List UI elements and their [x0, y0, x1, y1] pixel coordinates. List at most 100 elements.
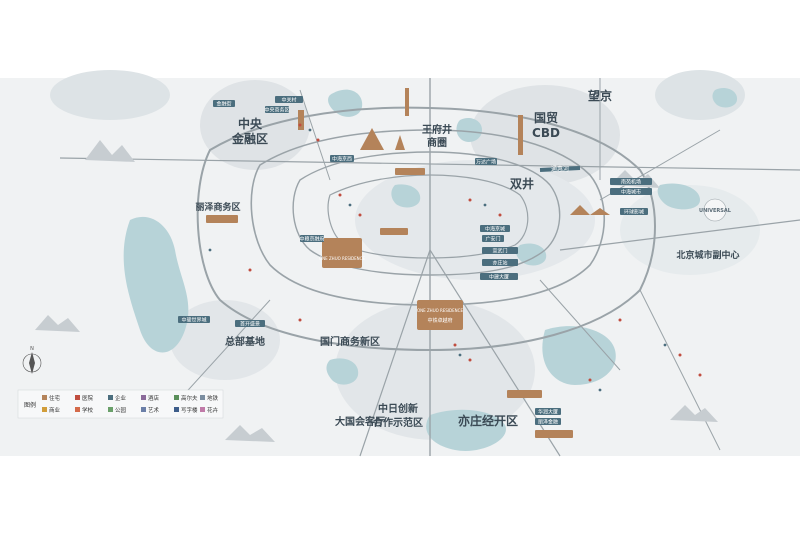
legend-swatch: [108, 395, 113, 400]
bubble[interactable]: [480, 273, 518, 280]
bubble-label: 中骏世界城: [181, 317, 206, 324]
lake-east: [657, 183, 700, 210]
lake-ne: [712, 88, 738, 108]
poi-dots-blue: [208, 128, 667, 392]
compass-icon: N: [22, 346, 42, 374]
bubble[interactable]: [265, 106, 289, 113]
poi-dot: [468, 198, 472, 202]
legend-swatch: [174, 407, 179, 412]
district-central-finance-l1: 中央: [238, 116, 263, 131]
bubble[interactable]: [475, 158, 497, 165]
district-sub-center: 北京城市副中心: [676, 249, 739, 261]
road-east: [559, 219, 800, 251]
bubble[interactable]: [535, 418, 561, 425]
legend-title: 图例: [24, 401, 36, 409]
legend-label: 花卉: [207, 406, 219, 414]
district-guomen: 国门商务新区: [320, 335, 380, 348]
bubble[interactable]: [300, 235, 324, 242]
poi-dot: [298, 318, 302, 322]
bubble-label: 华润大厦: [538, 409, 558, 416]
legend: 图例 住宅 医院 企业 酒店 高尔夫 地铁 商业 学校 公园 艺术 写字楼: [17, 389, 224, 419]
poi-dot: [348, 203, 352, 207]
legend-label: 艺术: [148, 406, 160, 414]
bubble[interactable]: [213, 100, 235, 107]
legend-label: 医院: [82, 394, 94, 402]
zone-nw: [50, 70, 170, 120]
bubble[interactable]: [610, 178, 652, 185]
landmark-tower-1: [405, 88, 409, 116]
poi-dot: [498, 213, 502, 217]
legend-swatch: [75, 407, 80, 412]
bubble[interactable]: [482, 247, 518, 254]
project-secondary-en: ONE ZHUO RESIDENCE: [319, 256, 365, 261]
zone-south: [335, 300, 535, 440]
poi-dots: [248, 123, 702, 382]
poi-dot: [618, 318, 622, 322]
district-yizhuang: 亦庄经开区: [458, 413, 518, 428]
bubble[interactable]: [620, 208, 648, 215]
bubble-label: 万达广场: [476, 159, 496, 166]
project-tag-se: [535, 430, 573, 438]
legend-swatch: [42, 395, 47, 400]
poi-dot: [248, 268, 252, 272]
lake-south-east: [542, 326, 616, 385]
bubble[interactable]: [535, 408, 561, 415]
bubble[interactable]: [482, 235, 504, 242]
road-tag-bar: [539, 166, 581, 172]
landmark-cbd-tower: [518, 115, 523, 155]
bubble[interactable]: [178, 316, 210, 323]
lake-center: [391, 184, 421, 208]
legend-label: 写字楼: [181, 406, 198, 414]
project-main-marker[interactable]: [417, 300, 463, 330]
road-southwest: [359, 249, 431, 457]
poi-dot: [663, 343, 667, 347]
poi-dot: [483, 203, 487, 207]
project-tag-center2: [380, 228, 408, 235]
bubble[interactable]: [235, 320, 265, 327]
bubble-label: 中建大厦: [489, 274, 509, 281]
district-zongbu: 总部基地: [225, 335, 265, 348]
district-guomao-l1: 国贸: [534, 110, 558, 125]
legend-swatch: [200, 395, 205, 400]
landmark-east: [570, 205, 610, 215]
lake-west: [123, 216, 189, 353]
mountain-sw: [35, 315, 80, 332]
project-secondary-marker[interactable]: [322, 238, 362, 268]
legend-swatch: [75, 395, 80, 400]
bubble[interactable]: [482, 259, 518, 266]
bubble[interactable]: [330, 155, 354, 162]
bubble-label: 中粮京融府: [299, 236, 324, 243]
bubble[interactable]: [480, 225, 510, 232]
bubble-label: 金融街: [216, 101, 231, 108]
bubble-label: 首开盛景: [240, 321, 260, 328]
bubble-label: 中海城市: [621, 189, 641, 196]
district-wangjing: 望京: [588, 88, 612, 103]
mountain-nw: [85, 140, 135, 162]
bubble-label: 广安门: [485, 236, 500, 243]
legend-swatch: [141, 407, 146, 412]
poi-dot: [298, 123, 302, 127]
project-name-en: ONE ZHUO RESIDENCE: [417, 308, 463, 313]
lake-cbd: [456, 118, 482, 142]
bubble-label: 中海京西: [332, 156, 352, 163]
poi-dot: [678, 353, 682, 357]
mountain-south: [225, 425, 275, 442]
legend-swatch: [200, 407, 205, 412]
district-wangfujing-l1: 王府井: [422, 123, 452, 136]
lake-mid: [516, 243, 547, 266]
zone-ne: [655, 70, 745, 120]
bubble[interactable]: [610, 188, 652, 195]
landmark-finance: [298, 110, 304, 130]
universal-globe-icon: [703, 198, 727, 222]
bubble-label: 丽泽金融: [538, 419, 558, 426]
bubble-label: 中海京城: [485, 226, 505, 233]
bubble-label: 环球影城: [624, 209, 644, 216]
bubble[interactable]: [275, 96, 303, 103]
legend-label: 酒店: [148, 394, 160, 402]
poi-dot: [308, 128, 312, 132]
road-northwest: [299, 89, 331, 181]
district-lize: 丽泽商务区: [195, 201, 240, 213]
district-shuangjing: 双井: [510, 176, 534, 191]
poi-dot: [468, 358, 472, 362]
